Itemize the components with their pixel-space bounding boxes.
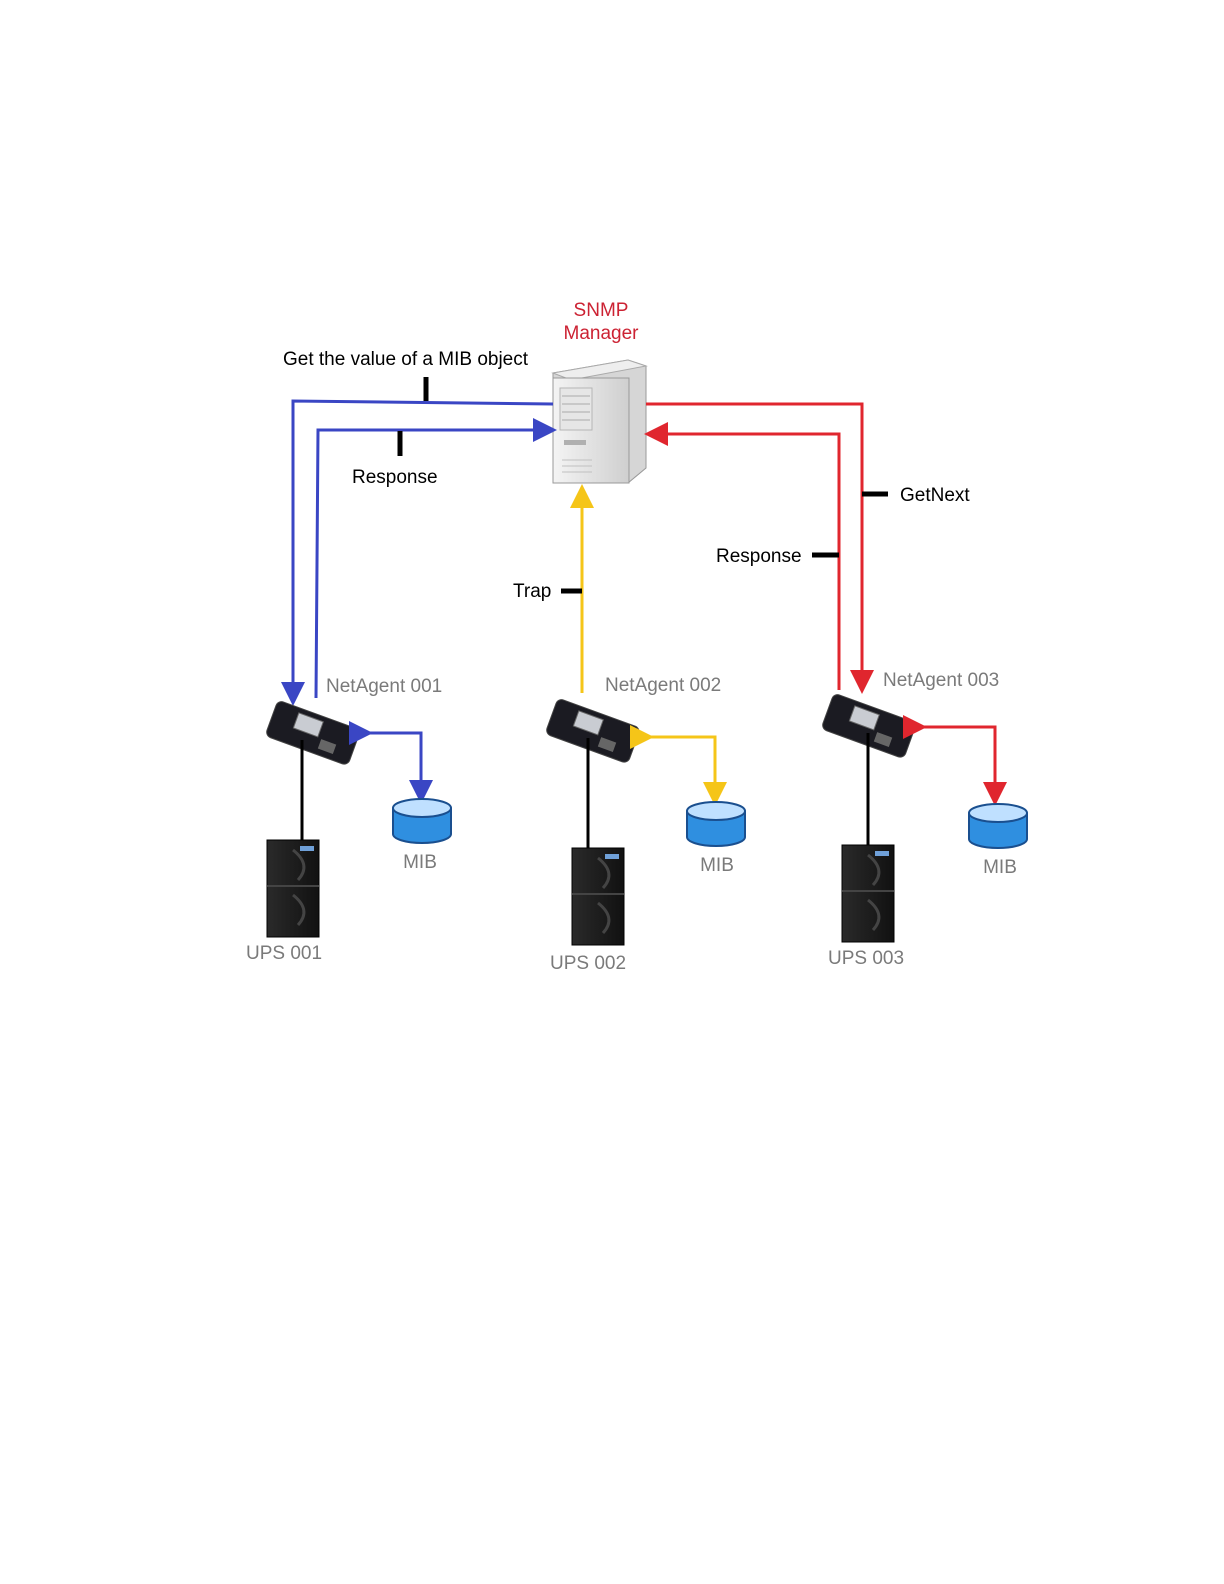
mib-label-1: MIB <box>403 852 437 873</box>
ups-label-3: UPS 003 <box>828 948 904 969</box>
getnext-label: GetNext <box>900 485 970 506</box>
agent-group-1: NetAgent 001 MIB UPS 001 <box>246 676 451 964</box>
mib-label-2: MIB <box>700 855 734 876</box>
agent-name-1: NetAgent 001 <box>326 676 442 697</box>
agent-name-2: NetAgent 002 <box>605 675 721 696</box>
mib-label-3: MIB <box>983 857 1017 878</box>
agent-group-3: NetAgent 003 MIB UPS 003 <box>821 670 1027 969</box>
ups-unit-icon <box>842 845 894 942</box>
response-left-label: Response <box>352 467 438 488</box>
trap-label: Trap <box>513 581 551 602</box>
ups-unit-icon <box>572 848 624 945</box>
manager-server-icon <box>553 360 646 483</box>
get-request-link <box>293 401 553 700</box>
mib-database-icon <box>687 802 745 846</box>
get-value-label: Get the value of a MIB object <box>283 349 529 370</box>
manager-title-line1: SNMP <box>574 300 629 321</box>
agent-name-3: NetAgent 003 <box>883 670 999 691</box>
response-right-label: Response <box>716 546 802 567</box>
netagent-device-icon <box>545 698 641 764</box>
mib-database-icon <box>393 799 451 843</box>
mib-link-2 <box>648 737 715 800</box>
ups-label-2: UPS 002 <box>550 953 626 974</box>
mib-link-1 <box>367 733 421 798</box>
mib-database-icon <box>969 804 1027 848</box>
mib-link-3 <box>921 727 995 800</box>
agent-group-2: NetAgent 002 MIB UPS 002 <box>545 675 745 974</box>
manager-title-line2: Manager <box>564 323 640 344</box>
netagent-device-icon <box>265 700 361 766</box>
ups-unit-icon <box>267 840 319 937</box>
ups-label-1: UPS 001 <box>246 943 322 964</box>
